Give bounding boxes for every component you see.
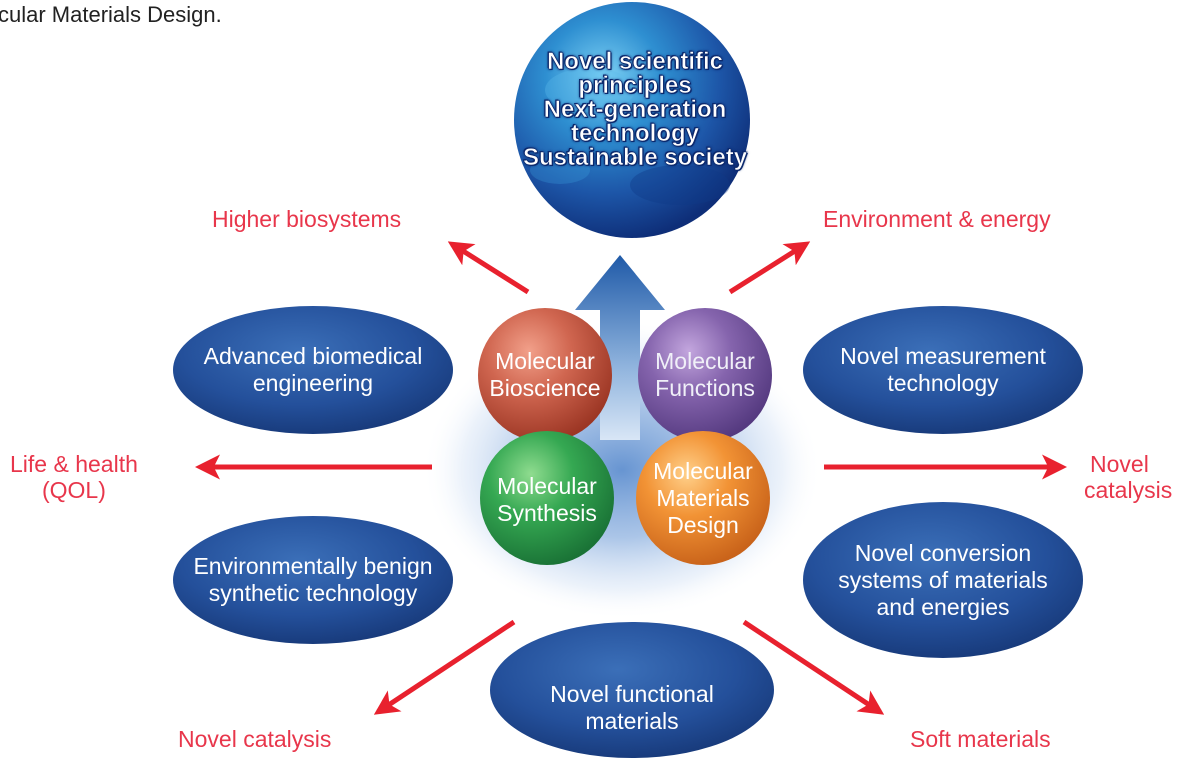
globe-icon (514, 2, 750, 238)
sphere-materials-design-label: Molecular Materials Design (653, 457, 753, 538)
label-environment-energy: Environment & energy (823, 206, 1051, 232)
oval-biomedical (173, 306, 453, 434)
arrow-soft-materials (742, 619, 885, 715)
page-caption: cular Materials Design. (0, 2, 222, 27)
globe-text: Novel scientific principles Next-generat… (500, 48, 770, 171)
oval-biomedical-label: Advanced biomedical engineering (203, 343, 423, 396)
sphere-materials-design (636, 431, 770, 565)
globe-line: Novel scientific (546, 48, 724, 75)
oval-measurement (803, 306, 1083, 434)
oval-benign (173, 516, 453, 644)
arrow-higher-biosystems (447, 241, 530, 295)
globe-line: Sustainable society (522, 144, 748, 171)
sphere-bioscience (478, 308, 612, 442)
oval-functional (490, 622, 774, 758)
label-life-health: Life & health (QOL) (10, 451, 138, 503)
globe-line: Next-generation (543, 96, 727, 123)
label-higher-biosystems: Higher biosystems (212, 206, 402, 232)
oval-functional-label: Novel functional materials (550, 681, 714, 734)
label-novel-catalysis-bottom: Novel catalysis (178, 726, 332, 752)
sphere-functions-label: Molecular Functions (655, 348, 755, 401)
globe-line: technology (570, 120, 700, 147)
label-soft-materials: Soft materials (910, 726, 1051, 752)
sphere-synthesis-label: Molecular Synthesis (497, 473, 597, 526)
label-novel-catalysis-right: Novel catalysis (1084, 451, 1173, 503)
arrow-novel-catalysis-bottom (373, 619, 516, 715)
sphere-synthesis (480, 431, 614, 565)
arrow-environment-energy (728, 241, 811, 295)
sphere-functions (638, 308, 772, 442)
oval-measurement-label: Novel measurement technology (840, 343, 1046, 396)
oval-conversion-label: Novel conversion systems of materials an… (838, 539, 1048, 620)
globe-line: principles (578, 72, 692, 99)
sphere-bioscience-label: Molecular Bioscience (489, 348, 601, 401)
up-arrow (575, 255, 665, 440)
oval-conversion (803, 502, 1083, 658)
oval-benign-label: Environmentally benign synthetic technol… (193, 553, 433, 606)
